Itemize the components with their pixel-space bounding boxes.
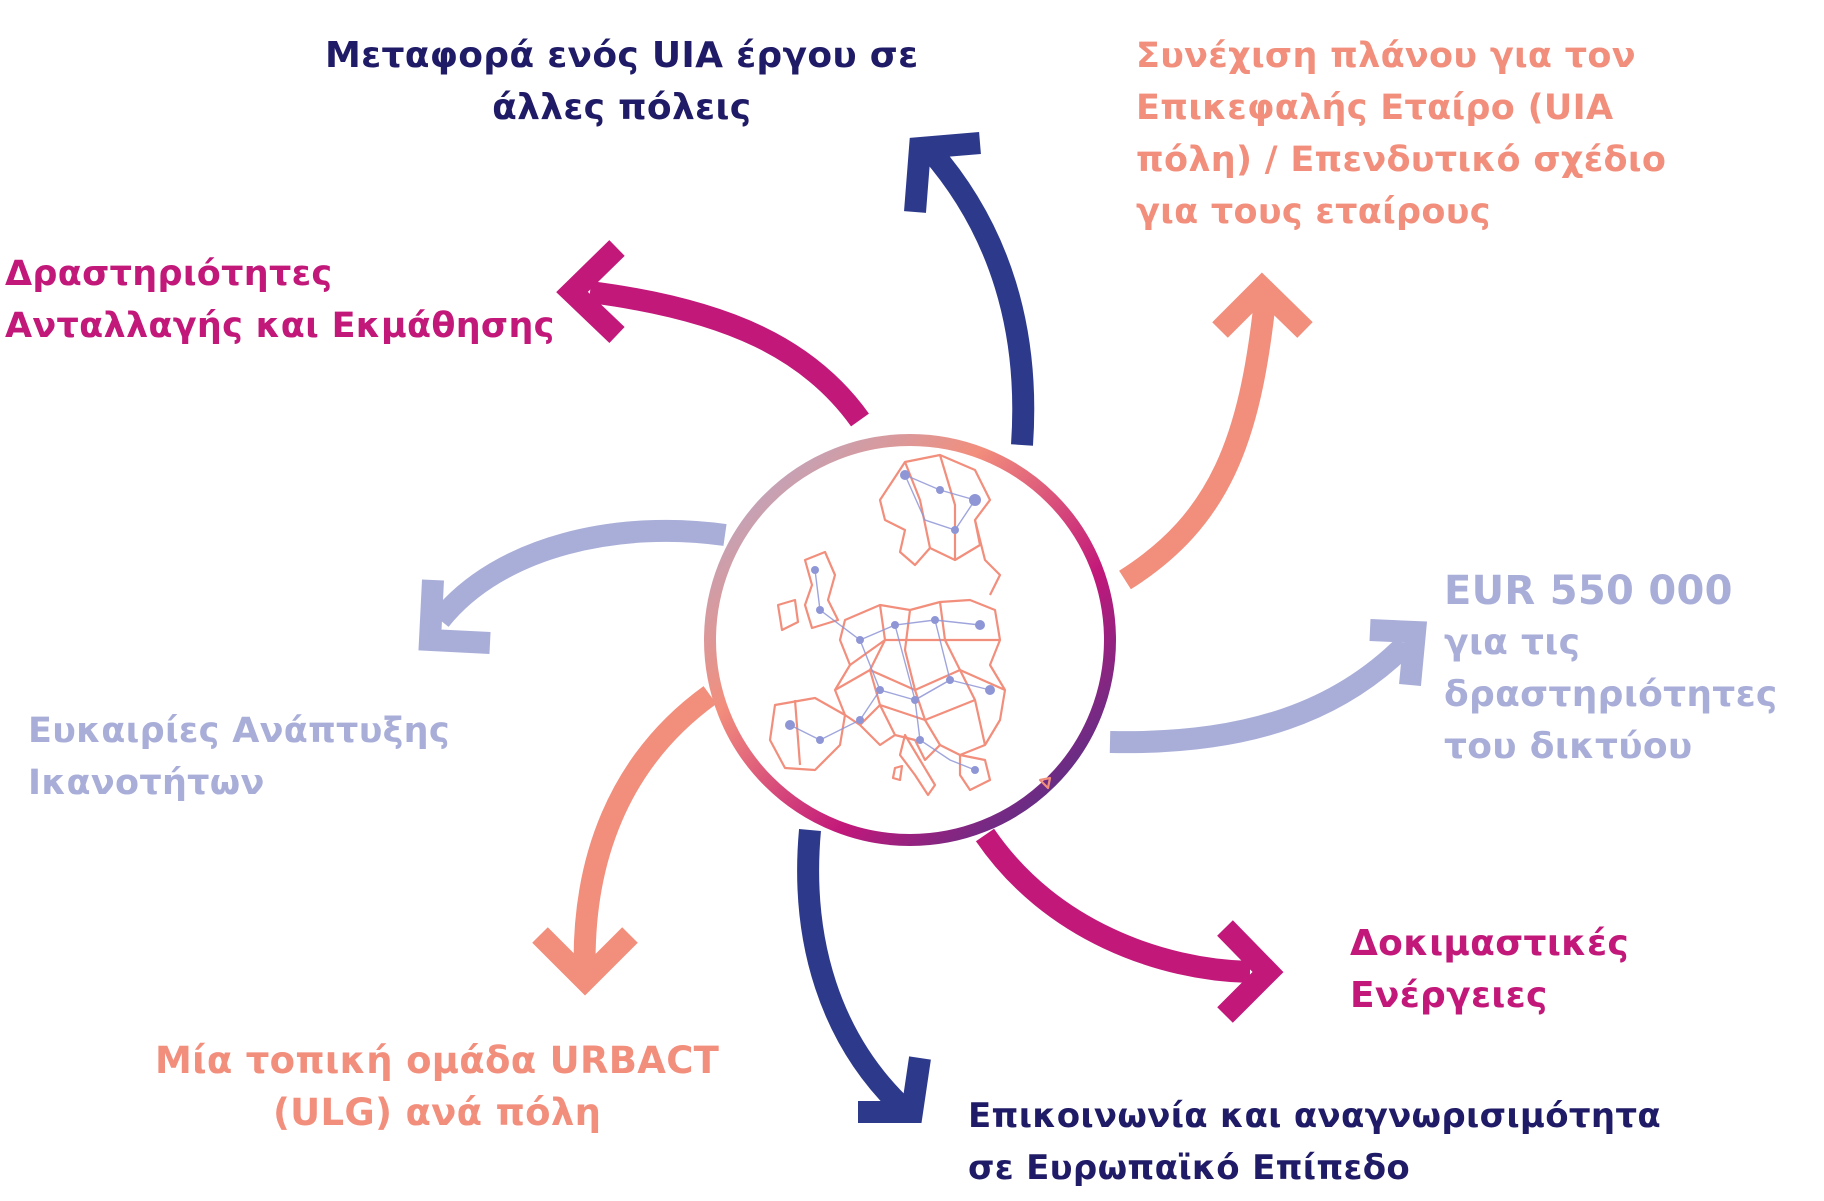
arrow-budget <box>1109 637 1413 754</box>
label-ulg: Μία τοπική ομάδα URBACT (ULG) ανά πόλη <box>155 1035 719 1139</box>
label-budget: EUR 550 000 για τις δραστηριότητες του δ… <box>1444 565 1778 773</box>
arrow-pilot <box>975 828 1251 983</box>
arrow-plan-head <box>1212 272 1313 338</box>
label-budget-line-1: EUR 550 000 <box>1444 568 1733 614</box>
arrow-plan <box>1119 298 1276 590</box>
label-plan-line-3: πόλη) / Επενδυτικό σχέδιο <box>1136 140 1667 180</box>
label-pilot-line-2: Ενέργειες <box>1350 975 1548 1016</box>
label-budget-line-3: δραστηριότητες <box>1444 674 1778 715</box>
label-plan-line-2: Επικεφαλής Εταίρο (UIA <box>1136 88 1614 128</box>
arrow-transfer-head <box>904 132 981 213</box>
arrow-exchange <box>588 281 869 427</box>
label-capacity: Ευκαιρίες Ανάπτυξης Ικανοτήτων <box>28 705 450 809</box>
label-capacity-line-2: Ικανοτήτων <box>28 763 265 803</box>
arrow-communication <box>797 829 913 1119</box>
arrow-budget-head <box>1369 619 1428 687</box>
arrow-capacity <box>431 519 727 628</box>
label-communication-line-2: σε Ευρωπαϊκό Επίπεδο <box>968 1148 1411 1188</box>
label-transfer-line-1: Μεταφορά ενός UIA έργου σε <box>325 35 919 76</box>
arrow-transfer <box>921 142 1035 446</box>
arrow-exchange-head <box>556 240 625 343</box>
label-budget-line-2: για τις <box>1444 622 1581 663</box>
arrow-ulg-head <box>532 927 638 996</box>
arrow-ulg <box>573 686 717 981</box>
label-communication: Επικοινωνία και αναγνωρισιμότητα σε Ευρω… <box>968 1090 1661 1194</box>
arrow-pilot-head <box>1217 920 1284 1023</box>
arrow-communication-head <box>858 1056 931 1123</box>
label-plan-line-1: Συνέχιση πλάνου για τον <box>1136 36 1636 76</box>
label-plan: Συνέχιση πλάνου για τον Επικεφαλής Εταίρ… <box>1136 30 1666 238</box>
label-pilot-line-1: Δοκιμαστικές <box>1350 923 1630 964</box>
europe-network-map-icon <box>768 453 1052 797</box>
label-communication-line-1: Επικοινωνία και αναγνωρισιμότητα <box>968 1096 1662 1136</box>
label-exchange: Δραστηριότητες Ανταλλαγής και Εκμάθησης <box>5 248 555 352</box>
label-ulg-line-1: Μία τοπική ομάδα URBACT <box>155 1039 720 1082</box>
label-exchange-line-2: Ανταλλαγής και Εκμάθησης <box>5 306 555 346</box>
label-capacity-line-1: Ευκαιρίες Ανάπτυξης <box>28 711 450 751</box>
label-transfer: Μεταφορά ενός UIA έργου σε άλλες πόλεις <box>325 30 918 134</box>
arrow-capacity-head <box>418 579 491 654</box>
label-transfer-line-2: άλλες πόλεις <box>492 87 752 128</box>
label-budget-line-4: του δικτύου <box>1444 726 1693 767</box>
label-pilot: Δοκιμαστικές Ενέργειες <box>1350 918 1629 1022</box>
label-exchange-line-1: Δραστηριότητες <box>5 254 333 294</box>
label-plan-line-4: για τους εταίρους <box>1136 192 1491 232</box>
label-ulg-line-2: (ULG) ανά πόλη <box>272 1091 602 1134</box>
